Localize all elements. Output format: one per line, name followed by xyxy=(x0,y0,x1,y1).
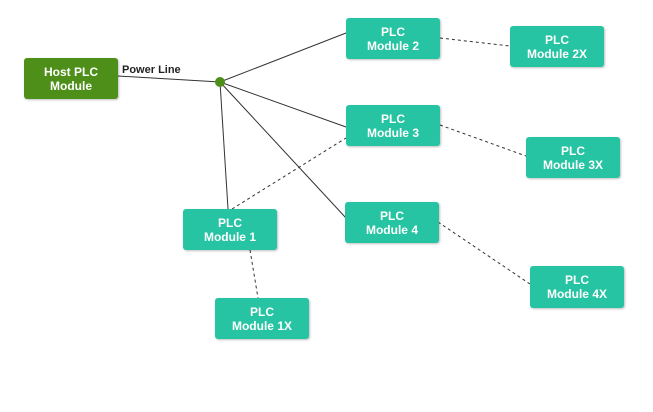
link-junction-m1 xyxy=(219,81,229,210)
host-plc-module-line2: Module xyxy=(50,78,92,93)
plc-module-3-line1: PLC xyxy=(381,111,405,126)
host-plc-module-line1: Host PLC xyxy=(44,64,98,79)
plc-module-3x-line2: Module 3X xyxy=(542,157,603,172)
plc-module-2-line1: PLC xyxy=(381,24,405,39)
plc-module-3x: PLC Module 3X xyxy=(526,137,620,178)
plc-module-2x-line2: Module 2X xyxy=(526,46,587,61)
link-host-junction xyxy=(117,75,221,83)
plc-module-2x-line1: PLC xyxy=(545,32,569,47)
plc-module-4x-line2: Module 4X xyxy=(546,287,607,301)
link-junction-m3 xyxy=(219,81,347,128)
host-plc-module: Host PLC Module xyxy=(24,58,118,99)
link-junction-m4 xyxy=(219,81,347,219)
plc-module-4-line2: Module 4 xyxy=(365,222,418,237)
link-m4-m4x xyxy=(437,221,531,285)
link-m1-m1x xyxy=(249,249,259,299)
plc-module-4-line1: PLC xyxy=(380,208,404,223)
plc-module-3x-line1: PLC xyxy=(561,143,585,158)
junction-node xyxy=(215,77,225,87)
plc-module-1x-line1: PLC xyxy=(250,304,274,319)
link-junction-m2 xyxy=(219,32,347,83)
link-m2-m2x xyxy=(439,37,511,47)
plc-module-1-line2: Module 1 xyxy=(203,229,256,244)
plc-module-1: PLC Module 1 xyxy=(183,209,277,250)
plc-module-1x: PLC Module 1X xyxy=(215,298,309,339)
link-m1-m3 xyxy=(231,137,347,210)
plc-module-2-line2: Module 2 xyxy=(366,38,419,53)
plc-module-1x-line2: Module 1X xyxy=(231,318,292,333)
power-line-label: Power Line xyxy=(122,64,181,76)
plc-module-3: PLC Module 3 xyxy=(346,105,440,146)
plc-module-2x: PLC Module 2X xyxy=(510,26,604,67)
link-m3-m3x xyxy=(439,124,527,157)
plc-module-3-line2: Module 3 xyxy=(366,125,419,140)
plc-module-2: PLC Module 2 xyxy=(346,18,440,59)
plc-module-4x-line1: PLC xyxy=(565,273,589,287)
plc-module-4x: PLC Module 4X xyxy=(530,266,624,308)
plc-module-1-line1: PLC xyxy=(218,215,242,230)
plc-module-4: PLC Module 4 xyxy=(345,202,439,243)
